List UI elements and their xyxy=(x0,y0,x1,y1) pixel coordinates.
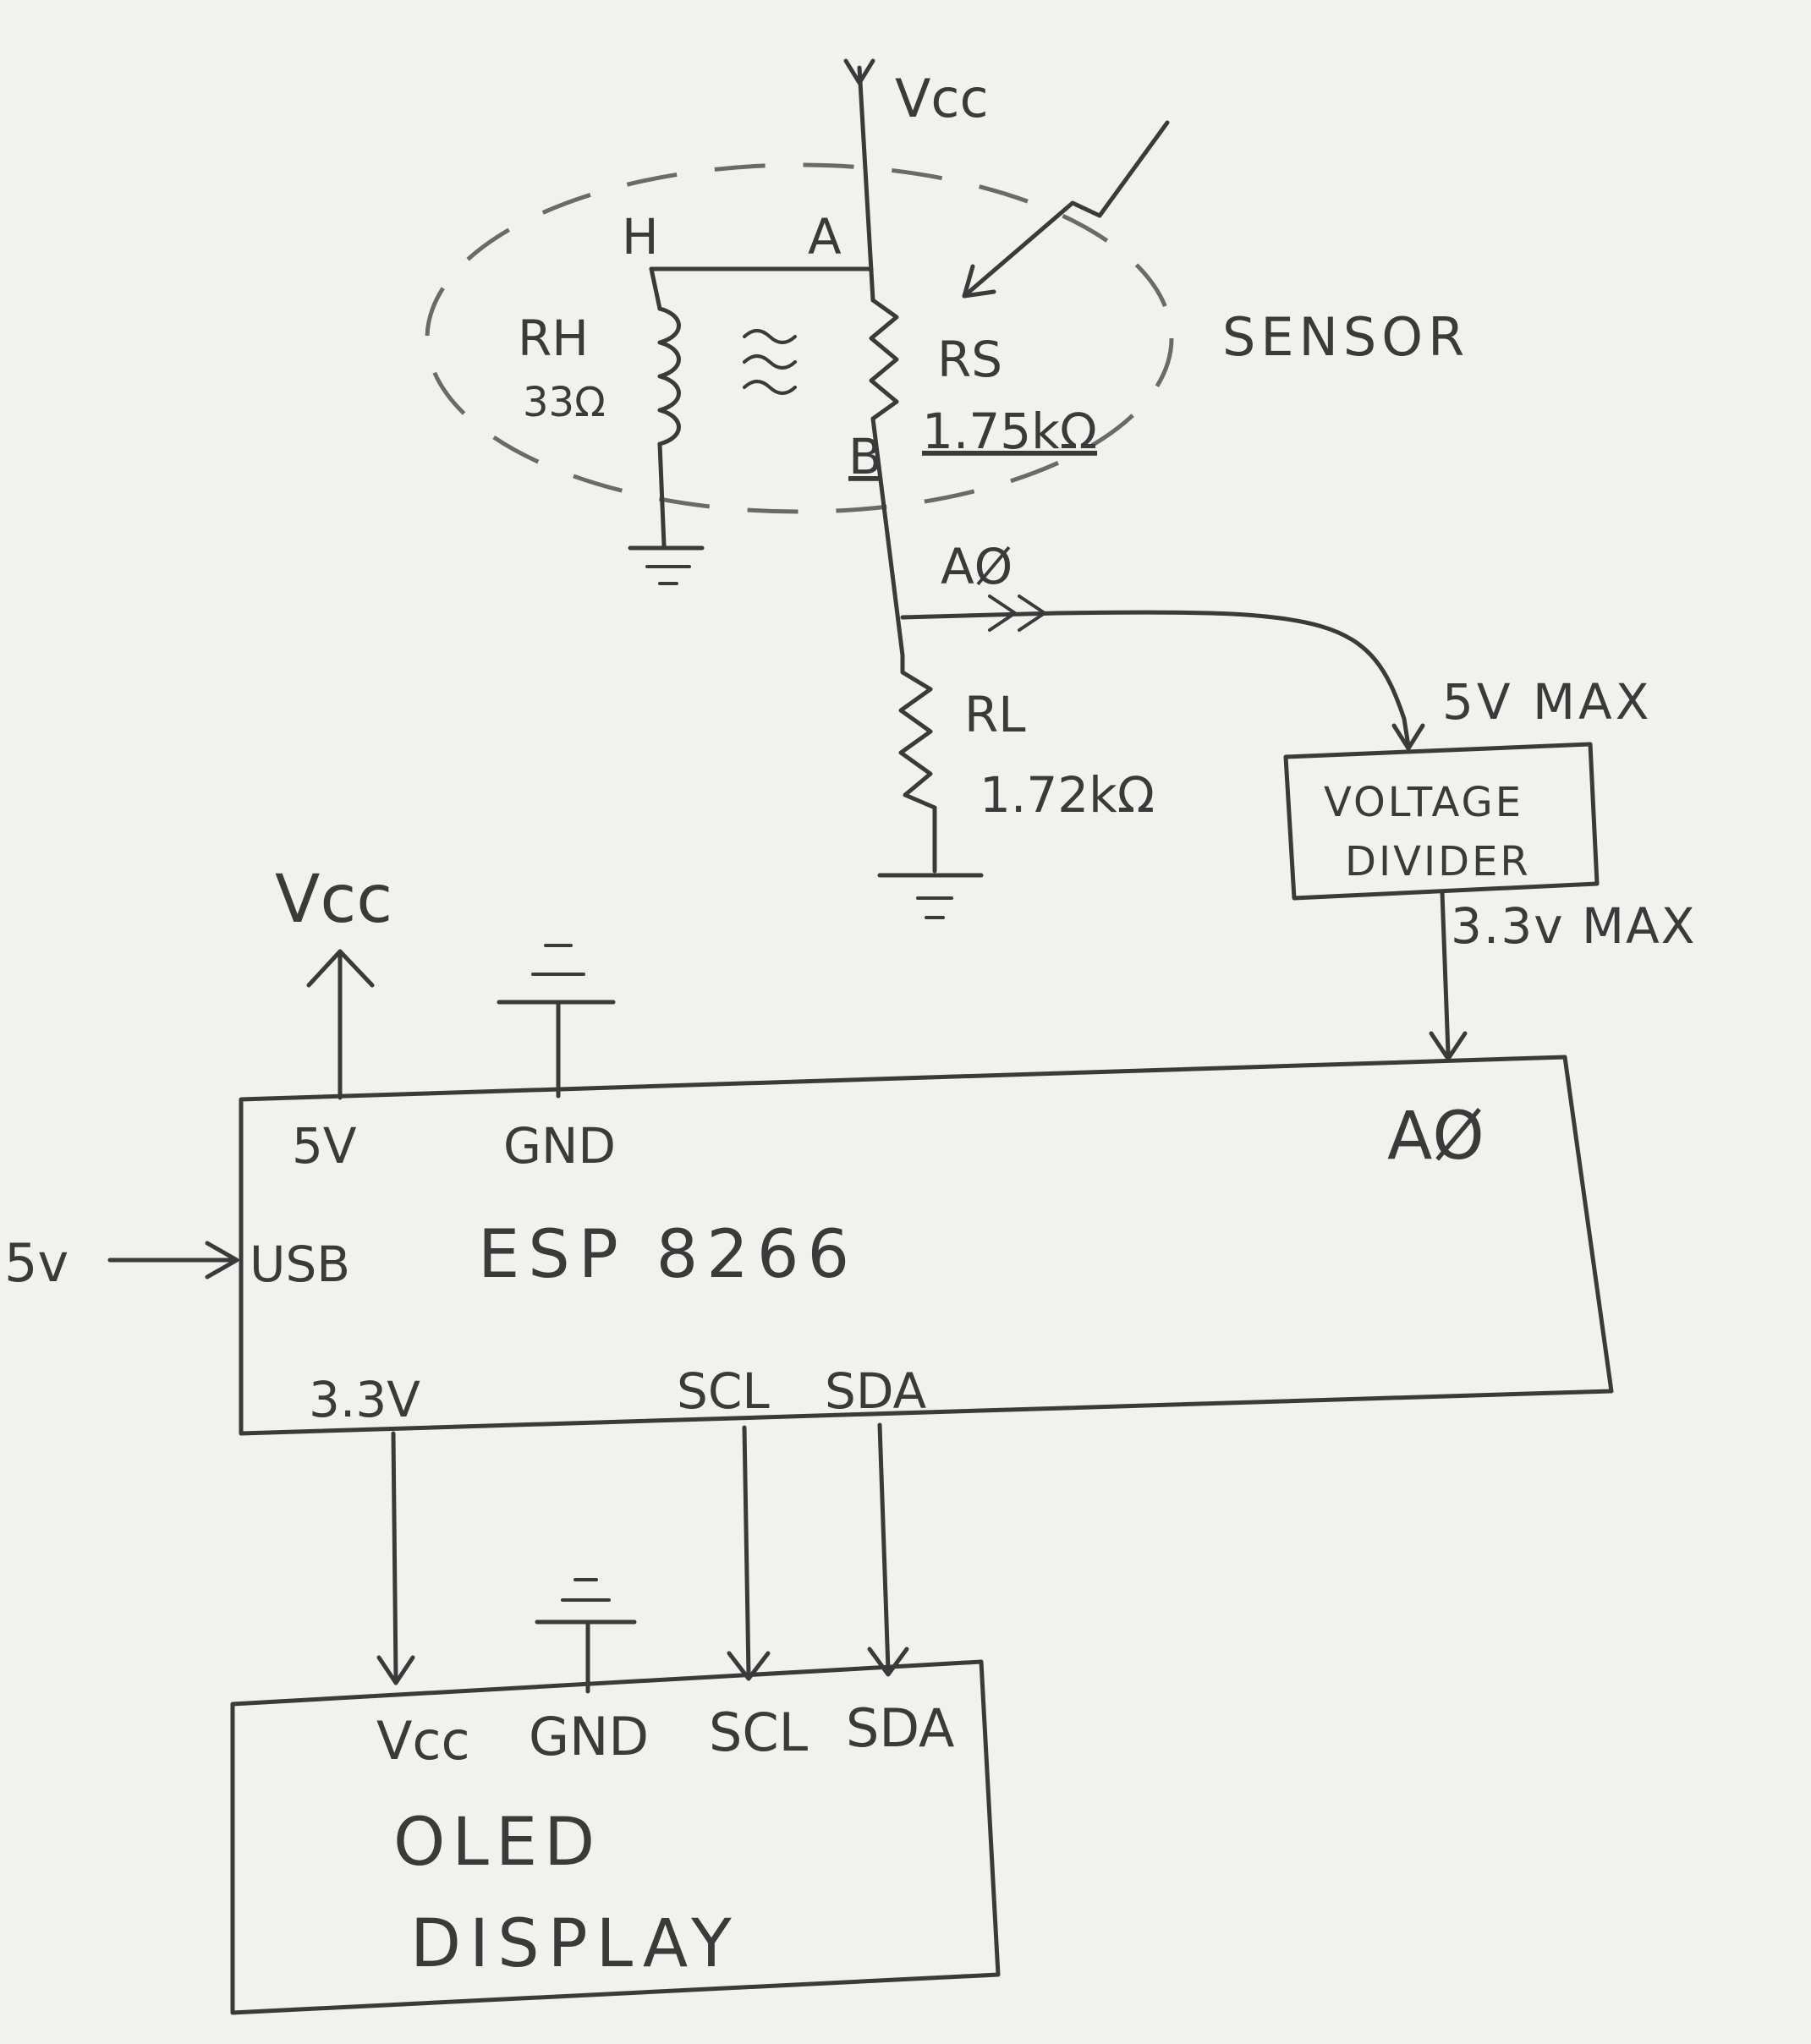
signal-path: AØ 5V MAX xyxy=(900,538,1652,751)
heater-wire-top xyxy=(649,266,662,311)
oled-pin-sda: SDA xyxy=(846,1697,954,1759)
sensor-label: SENSOR xyxy=(1222,306,1469,368)
esp-5v-arrowhead xyxy=(306,949,375,988)
sensor-vcc-label: Vcc xyxy=(895,68,989,129)
oled-sda-arrowhead xyxy=(867,1647,909,1677)
oled-line2: DISPLAY xyxy=(410,1906,740,1982)
wire-scl-to-oled xyxy=(742,1425,751,1677)
heat-waves-icon xyxy=(743,329,797,395)
esp-pin-sda: SDA xyxy=(825,1362,926,1420)
wire-3v3-to-oled xyxy=(391,1431,398,1681)
node-a-label: A xyxy=(808,208,842,266)
rh-label: RH xyxy=(518,310,589,367)
load-resistor xyxy=(898,653,937,810)
load-ground-icon xyxy=(877,873,984,919)
oled-scl-arrowhead xyxy=(727,1651,771,1681)
sensor-section: Vcc H A B RH 33Ω RS 1.75kΩ SENSOR xyxy=(425,58,1469,658)
voltage-divider-line1: VOLTAGE xyxy=(1324,779,1523,826)
oled-pin-gnd: GND xyxy=(529,1706,649,1767)
esp8266-box xyxy=(239,1055,1614,1436)
oled-pin-vcc: Vcc xyxy=(376,1710,470,1772)
oled-line1: OLED xyxy=(393,1805,601,1881)
max-in-label: 5V MAX xyxy=(1442,673,1652,731)
esp-pin-5v: 5V xyxy=(292,1117,357,1175)
voltage-divider-line2: DIVIDER xyxy=(1345,838,1531,885)
signal-arrow-chevrons xyxy=(988,595,1046,632)
voltage-divider: VOLTAGE DIVIDER 3.3v MAX xyxy=(1283,742,1696,1061)
esp-pin-gnd: GND xyxy=(503,1117,616,1175)
wire-sda-to-oled xyxy=(877,1422,891,1673)
heater-coil xyxy=(657,306,681,447)
usb-input-arrowhead xyxy=(205,1241,239,1280)
rs-label: RS xyxy=(937,331,1002,388)
heater-ground-icon xyxy=(628,545,705,585)
a0-signal-label: AØ xyxy=(941,538,1013,595)
divider-input-arrowhead xyxy=(1391,723,1425,751)
oled-display: Vcc GND SCL SDA OLED DISPLAY xyxy=(230,1578,1001,2015)
rl-label: RL xyxy=(964,686,1026,743)
lightning-arrow-icon xyxy=(962,120,1170,299)
oled-pin-scl: SCL xyxy=(709,1702,809,1763)
usb-input-label: 5v xyxy=(4,1232,69,1294)
wire-b-down xyxy=(870,416,905,658)
esp-name: ESP 8266 xyxy=(478,1217,858,1293)
sensor-boundary xyxy=(425,162,1174,514)
esp-pin-3v3: 3.3V xyxy=(309,1371,420,1428)
rh-value: 33Ω xyxy=(523,379,606,426)
divider-output-wire xyxy=(1440,890,1451,1055)
rl-value: 1.72kΩ xyxy=(980,766,1155,824)
load-section: RL 1.72kΩ xyxy=(877,653,1155,919)
oled-box xyxy=(230,1659,1001,2015)
esp-vcc-label: Vcc xyxy=(275,862,392,938)
esp-ground-icon xyxy=(497,944,616,1005)
max-out-label: 3.3v MAX xyxy=(1451,897,1696,955)
esp8266-module: Vcc 5v 5V GND AØ USB ESP 8266 3.3V SCL S… xyxy=(4,862,1614,1685)
esp-pin-scl: SCL xyxy=(677,1362,770,1420)
esp-pin-usb: USB xyxy=(250,1236,350,1293)
rs-value: 1.75kΩ xyxy=(922,403,1097,460)
node-h-label: H xyxy=(622,208,659,266)
esp-pin-a0: AØ xyxy=(1387,1099,1484,1175)
oled-ground-icon xyxy=(535,1578,637,1625)
oled-vcc-arrowhead xyxy=(376,1655,415,1685)
sensor-resistor xyxy=(869,298,899,421)
node-b-label: B xyxy=(848,428,882,485)
voltage-divider-box xyxy=(1283,742,1600,901)
vcc-wire-top xyxy=(857,65,875,303)
signal-wire-to-divider xyxy=(900,610,1411,748)
heater-wire-bottom xyxy=(657,441,667,548)
